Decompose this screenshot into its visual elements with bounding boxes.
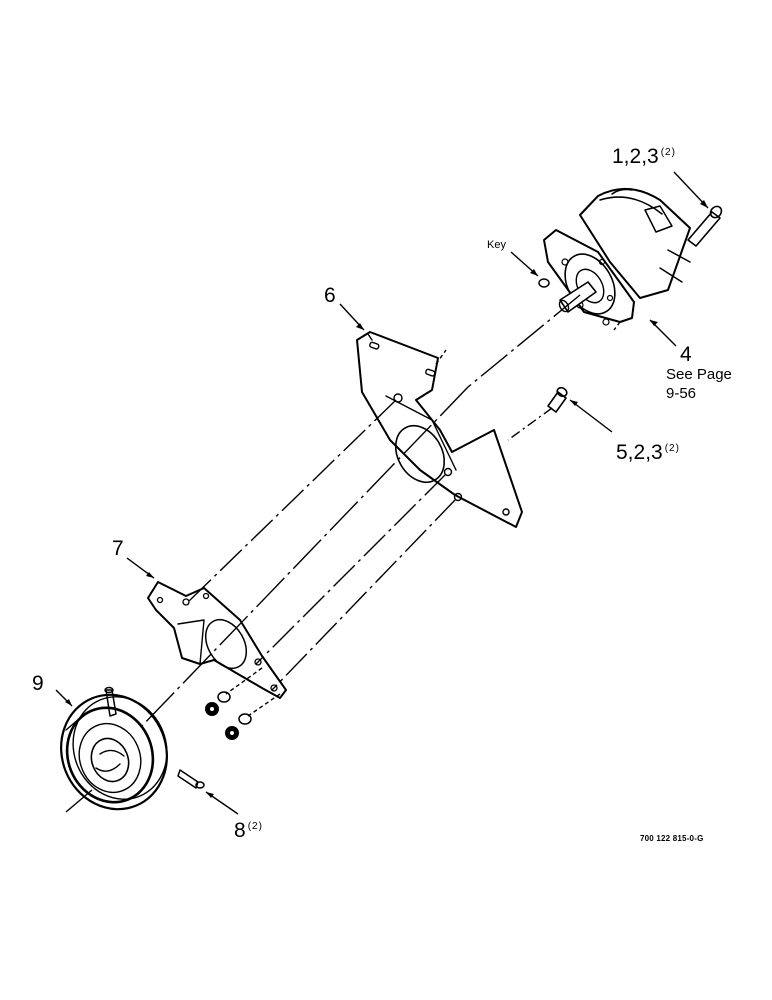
callout-4: 4 See Page 9-56 (666, 344, 732, 403)
plate-part-7 (147, 581, 287, 699)
callout-6: 6 (324, 284, 336, 307)
callout-1-2-3: 1,2,3(2) (612, 146, 676, 167)
callout-1-2-3-number: 1,2,3 (612, 145, 659, 168)
callout-5-2-3: 5,2,3(2) (616, 442, 680, 463)
callout-5-2-3-number: 5,2,3 (616, 441, 663, 464)
callout-4-see-page: See Page (666, 366, 732, 383)
bolt-5-2-3 (547, 386, 568, 413)
callout-key: Key (487, 239, 506, 251)
callout-9: 9 (32, 672, 44, 695)
bracket-part-6 (356, 331, 523, 528)
callout-8-qty: (2) (247, 821, 263, 832)
callout-1-2-3-qty: (2) (660, 147, 676, 158)
motor-part-4 (543, 187, 691, 326)
bolt-1-2-3 (687, 205, 723, 247)
pulley-part-9 (60, 693, 168, 811)
callout-5-2-3-qty: (2) (664, 443, 680, 454)
callout-4-number: 4 (680, 343, 692, 366)
drawing-code: 700 122 815-0-G (640, 834, 704, 843)
leader-arrowheads (65, 200, 708, 798)
callout-7: 7 (112, 537, 124, 560)
callout-4-page-ref: 9-56 (666, 385, 697, 402)
key-part (538, 278, 550, 288)
set-screw-8-top (104, 686, 117, 717)
nuts-and-washers (205, 691, 252, 740)
callout-8: 8(2) (234, 820, 263, 841)
set-screw-8-side (177, 769, 205, 789)
callout-8-number: 8 (234, 819, 246, 842)
